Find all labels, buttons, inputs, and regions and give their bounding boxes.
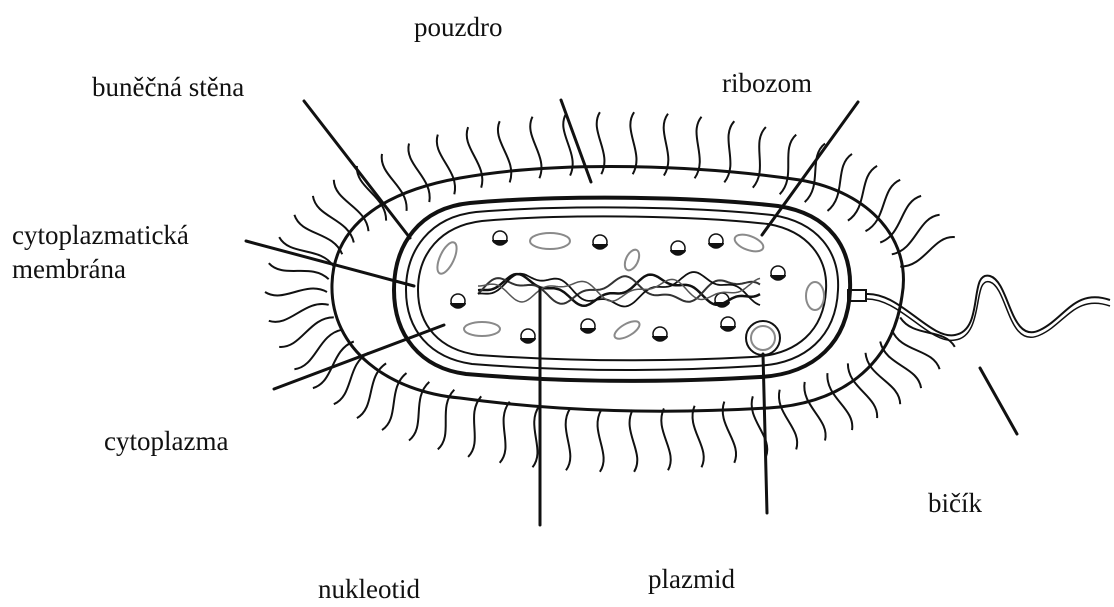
label-capsule: pouzdro [414, 10, 502, 44]
fimbria [269, 304, 329, 322]
label-cell-wall: buněčná stěna [92, 70, 244, 104]
fimbria [661, 408, 670, 470]
leader-line-membrane [246, 241, 414, 286]
fimbria [630, 410, 638, 472]
fimbria [467, 127, 483, 188]
fimbria [500, 402, 510, 463]
fimbria [900, 317, 955, 347]
label-cytoplasmic-membrane-line2: membrána [12, 252, 189, 286]
label-cytoplasmic-membrane-line1: cytoplazmatická [12, 218, 189, 252]
fimbria [279, 317, 334, 347]
label-cytoplasm: cytoplazma [104, 424, 228, 458]
fimbria [828, 154, 853, 211]
fimbria [597, 112, 605, 174]
label-flagellum: bičík [928, 486, 982, 520]
fimbria [753, 127, 766, 188]
fimbria [630, 112, 636, 174]
label-plasmid: plazmid [648, 562, 735, 596]
fimbria [692, 406, 703, 468]
fimbria [437, 135, 455, 195]
leader-line-cell-wall [304, 101, 410, 238]
leader-line-flagellum [980, 368, 1017, 434]
fimbria [598, 410, 604, 472]
label-ribosome: ribozom [722, 66, 812, 100]
fimbria [408, 144, 429, 203]
fimbria [468, 396, 481, 457]
leader-line-cytoplasm [274, 325, 444, 389]
fimbria [779, 390, 797, 450]
fimbria [265, 289, 327, 296]
fimbria [566, 408, 571, 470]
fimbria [827, 373, 852, 430]
label-cytoplasmic-membrane: cytoplazmatická membrána [12, 218, 189, 286]
leader-line-capsule [561, 100, 591, 182]
fimbria [269, 263, 329, 279]
fimbria [804, 382, 825, 441]
flagellum [848, 276, 1110, 341]
fimbria [780, 135, 797, 195]
fimbria [533, 406, 540, 468]
fimbria [900, 237, 955, 267]
label-nucleotide: nukleotid [318, 572, 420, 606]
